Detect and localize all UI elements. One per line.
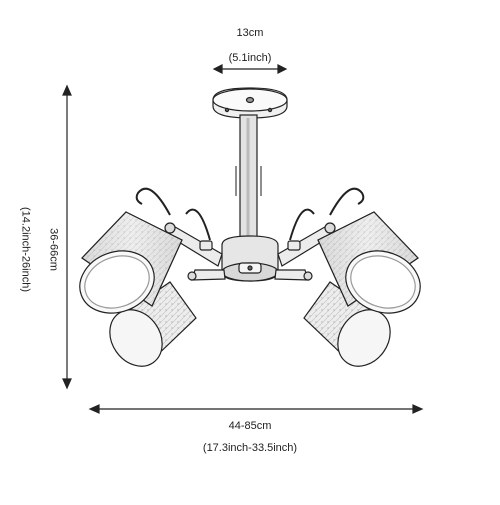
span-inch-label: (17.3inch-33.5inch) xyxy=(202,442,298,454)
rear-left-shade xyxy=(109,281,197,367)
ceiling-canopy xyxy=(212,87,288,119)
center-hub xyxy=(221,235,279,282)
top-width-arrow xyxy=(212,64,288,74)
rear-right-shade xyxy=(303,281,391,367)
arms xyxy=(163,223,337,281)
shade-mounts xyxy=(164,222,336,281)
top-width-cm-label: 13cm xyxy=(236,27,264,39)
center-rod xyxy=(235,114,262,244)
span-arrow xyxy=(88,404,424,414)
hook-wires xyxy=(135,187,365,241)
height-inch-label: (14.2inch-26inch) xyxy=(19,207,32,292)
top-width-inch-label: (5.1inch) xyxy=(228,52,272,64)
span-cm-label: 44-85cm xyxy=(228,420,272,432)
front-left-shade xyxy=(79,211,183,314)
front-right-shade xyxy=(317,211,421,314)
height-cm-label: 36-66cm xyxy=(47,228,60,271)
height-arrow xyxy=(62,84,72,390)
